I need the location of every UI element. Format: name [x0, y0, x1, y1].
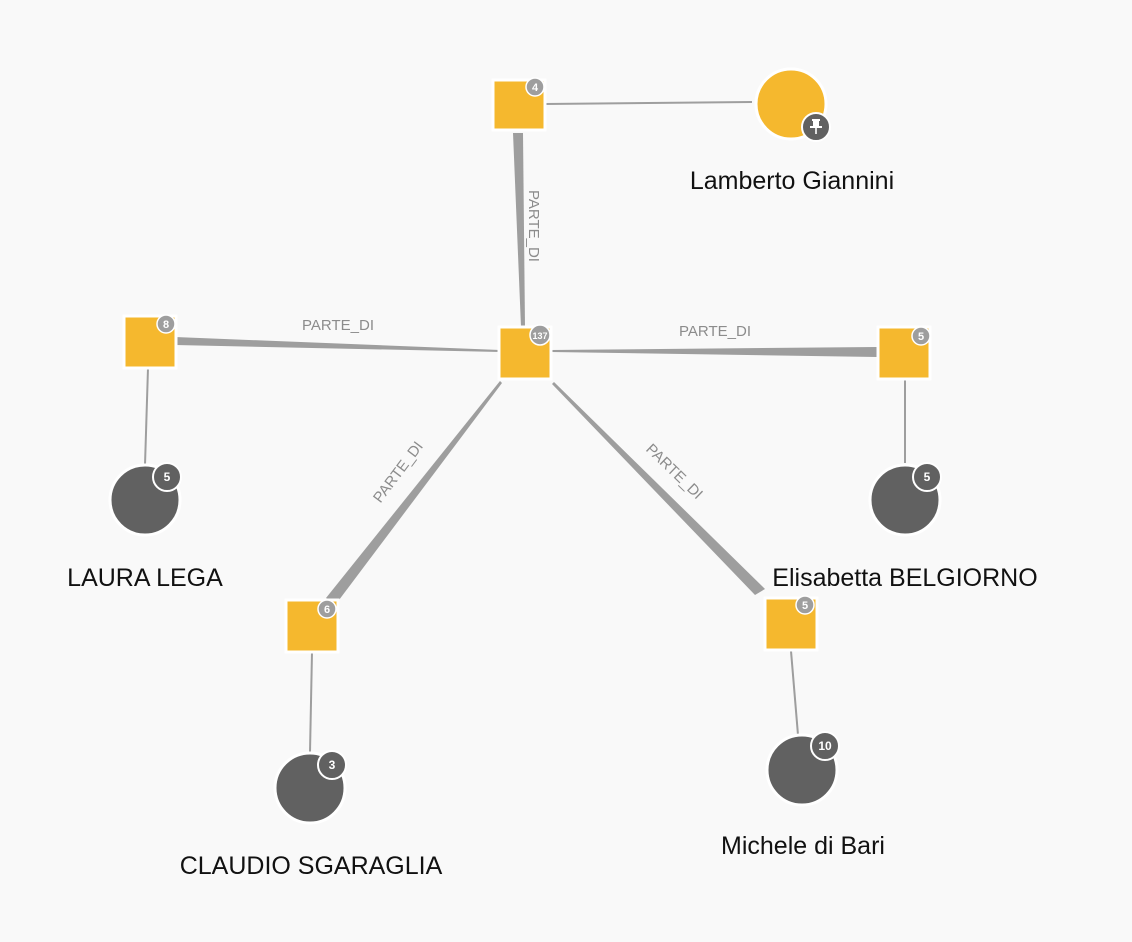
group-node-bottom-right[interactable]: 5 — [763, 595, 819, 652]
node-badge-count: 3 — [329, 758, 336, 772]
person-label: LAURA LEGA — [67, 564, 223, 592]
node-badge-count: 5 — [924, 470, 931, 484]
node-badge-count: 5 — [918, 331, 924, 343]
node-badge-count: 10 — [818, 739, 832, 753]
person-node-michele[interactable]: 10 Michele di Bari — [721, 731, 885, 860]
node-badge — [152, 462, 182, 492]
edge-hub-to-group-top[interactable] — [513, 133, 525, 327]
node-badge — [156, 314, 176, 334]
group-node-top[interactable]: 4 — [491, 77, 547, 132]
edge-group-top-to-lamberto[interactable] — [544, 101, 753, 105]
node-badge-count: 5 — [802, 600, 808, 612]
node-badge — [317, 599, 337, 619]
edge-label-top: PARTE_DI — [525, 190, 542, 262]
node-badge-count: 5 — [164, 470, 171, 484]
edge-hub-to-group-left[interactable] — [175, 337, 500, 352]
edge-hub-to-group-right[interactable] — [551, 347, 877, 357]
group-node-bottom-left[interactable]: 6 — [284, 598, 340, 654]
person-node-elisabetta[interactable]: 5 Elisabetta BELGIORNO — [772, 462, 1038, 592]
person-node-claudio[interactable]: 3 CLAUDIO SGARAGLIA — [180, 750, 443, 880]
person-label: Michele di Bari — [721, 832, 885, 860]
edge-label-right: PARTE_DI — [679, 323, 751, 340]
edge-hub-to-group-bottom-left[interactable] — [326, 381, 502, 604]
pin-icon — [810, 119, 822, 134]
person-label: Lamberto Giannini — [690, 167, 894, 195]
person-node-lamberto[interactable]: Lamberto Giannini — [690, 67, 894, 195]
person-label: Elisabetta BELGIORNO — [772, 564, 1037, 592]
group-node-right[interactable]: 5 — [876, 325, 932, 381]
edge-group-left-to-laura[interactable] — [144, 367, 149, 466]
node-badge-count: 137 — [532, 331, 547, 341]
edge-label-bottom-left: PARTE_DI — [370, 438, 427, 506]
node-badge-count: 4 — [532, 82, 539, 94]
node-badge — [795, 595, 815, 615]
edge-group-bottom-left-to-claudio[interactable] — [309, 651, 313, 753]
person-node-laura[interactable]: 5 LAURA LEGA — [67, 462, 223, 592]
node-badge-count: 6 — [324, 604, 330, 616]
edges — [144, 101, 906, 753]
node-badge — [911, 326, 931, 346]
node-badge — [317, 750, 347, 780]
edge-group-bottom-right-to-michele[interactable] — [790, 650, 799, 736]
person-label: CLAUDIO SGARAGLIA — [180, 852, 443, 880]
edge-label-bottom-right: PARTE_DI — [642, 441, 706, 503]
group-node-left[interactable]: 8 — [122, 314, 178, 370]
node-badge — [525, 77, 545, 97]
node-badge — [912, 462, 942, 492]
edge-hub-to-group-bottom-right[interactable] — [552, 382, 765, 595]
edge-label-left: PARTE_DI — [302, 317, 374, 334]
node-badge — [810, 731, 840, 761]
node-badge — [529, 324, 551, 346]
node-badge-count: 8 — [163, 319, 169, 331]
group-node-hub[interactable]: 137 — [497, 324, 553, 381]
